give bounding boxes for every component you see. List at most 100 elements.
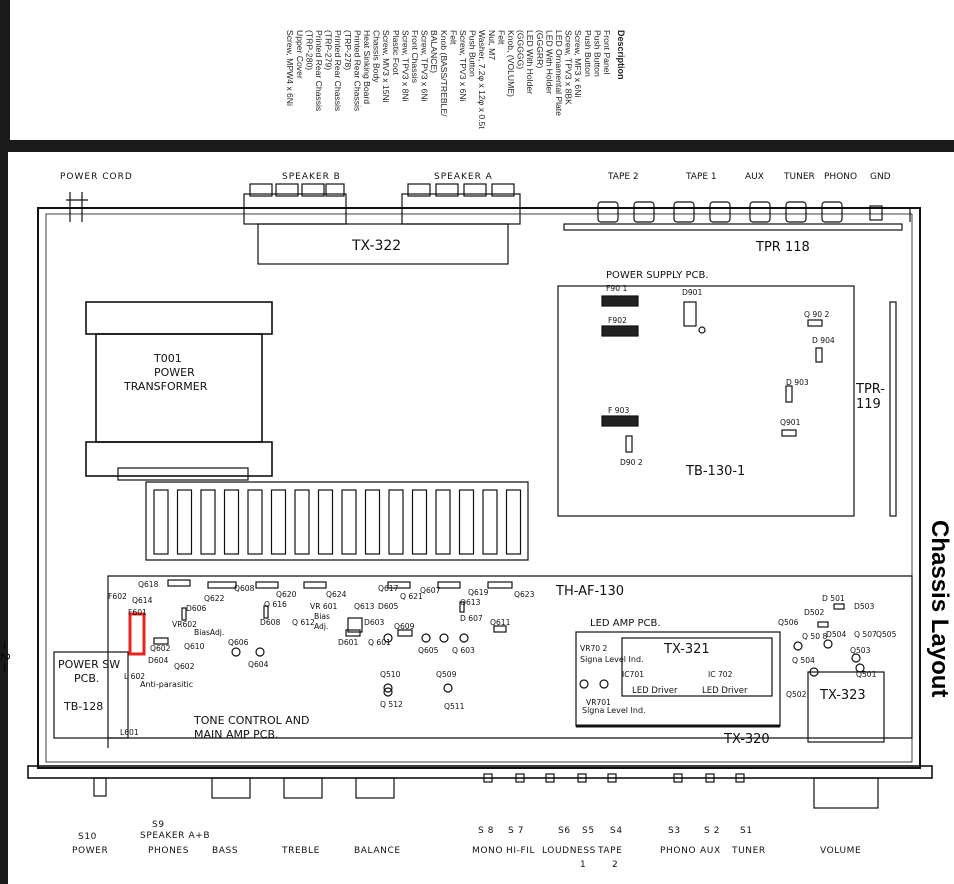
tape2-label: TAPE 2 — [608, 172, 639, 182]
component-label-q607: Q607 — [420, 586, 441, 595]
parts-list-item: Screw, MV3 x 15Ni — [381, 30, 392, 103]
tone-control-label: TONE CONTROL AND — [194, 714, 310, 727]
component-cap — [823, 639, 833, 649]
led-amp-label: LED AMP PCB. — [590, 618, 661, 629]
component-label-q505: Q505 — [876, 630, 897, 639]
component-label-q619: Q619 — [468, 588, 489, 597]
parts-list-item: Front Chassis — [410, 30, 420, 84]
component-label-q612: Q 612 — [292, 618, 315, 627]
front-label-tuner: TUNER — [732, 846, 766, 856]
component-label-biasadj_left: BiasAdj. — [194, 628, 225, 637]
front-label-s8: S 8 — [478, 826, 495, 836]
front-label-loudness: LOUDNESS — [542, 846, 596, 856]
parts-list-item: LED With Holder — [525, 30, 536, 94]
front-label-speaker-ab: SPEAKER A+B — [140, 831, 211, 841]
speaker-a-terminals — [401, 183, 521, 225]
main-amp-label: MAIN AMP PCB. — [194, 728, 279, 741]
parts-list-item: Nut, M7 — [486, 30, 497, 61]
heat-sink-fin — [223, 489, 240, 555]
component-label-d605: D605 — [378, 602, 399, 611]
tx-322-label: TX-322 — [352, 238, 402, 254]
component-label-q604: Q604 — [248, 660, 269, 669]
parts-list-item: Front Panel — [602, 30, 612, 75]
component-label-q608: Q608 — [234, 584, 255, 593]
page-number: – 2 – — [0, 642, 13, 671]
front-label-s6: S6 — [558, 826, 571, 836]
component-label-q508: Q 50 8 — [802, 632, 828, 641]
heat-sink-fin — [294, 489, 310, 555]
front-label-power: POWER — [72, 846, 109, 856]
parts-list-item: (TRP-278) — [342, 30, 353, 71]
component-cap — [851, 653, 861, 663]
component-label-vr702: VR70 2 — [580, 644, 608, 653]
front-label-s3: S3 — [668, 826, 681, 836]
power-cord-label: POWER CORD — [60, 172, 133, 182]
parts-list-item: Heat Sinking Board — [362, 30, 372, 105]
gnd-label: GND — [870, 172, 891, 182]
parts-list-item: LED Ornamental Plate — [554, 30, 564, 116]
component-label-d904: D 904 — [812, 336, 835, 345]
chassis-outline — [37, 207, 921, 769]
component-label-q611: Q611 — [490, 618, 511, 627]
component-label-q613b: Q613 — [354, 602, 375, 611]
component-label-q605: Q605 — [418, 646, 439, 655]
component-label-ic701: IC701 — [622, 670, 645, 679]
heat-sink-fin — [200, 489, 216, 555]
heat-sink-fin — [247, 489, 263, 555]
component-label-l602: L 602 — [124, 672, 146, 681]
signal-level-label-2: Signa Level Ind. — [582, 706, 646, 715]
parts-list-item: Screw, TPV3 x 8BK — [563, 30, 574, 105]
component-cap — [231, 647, 241, 657]
power-sw-label: POWER SW — [58, 658, 121, 671]
parts-list-item: (TRP-279) — [323, 30, 334, 71]
front-label-bass: BASS — [212, 846, 239, 856]
power-cord — [66, 192, 88, 222]
parts-list-item: Printed Rear Chassis — [314, 30, 324, 112]
component-label-d608: D608 — [260, 618, 281, 627]
highlight-marker — [128, 612, 146, 656]
front-label-mono: MONO — [472, 846, 504, 856]
parts-list-item: (GGGGG) — [515, 30, 526, 70]
speaker-b-terminals — [243, 183, 347, 225]
parts-list-item: BALANCE) — [429, 30, 440, 73]
front-label-treble: TREBLE — [282, 846, 320, 856]
front-label-tape: TAPE — [598, 846, 623, 856]
tpr-118-label: TPR 118 — [756, 240, 810, 255]
parts-list-item: Felt — [448, 30, 459, 45]
transformer-id-label: T001 — [154, 352, 182, 365]
component-label-q609: Q609 — [394, 622, 415, 631]
parts-list-item: LED With Holder — [544, 30, 555, 94]
component-label-q501: Q501 — [856, 670, 877, 679]
component-part — [255, 581, 279, 589]
component-part — [181, 607, 187, 621]
component-label-q617: Q617 — [378, 584, 399, 593]
component-label-q504: Q 504 — [792, 656, 815, 665]
front-label-tape-2: 2 — [612, 860, 619, 870]
component-part — [397, 629, 413, 637]
parts-list-item: Plastic Foot — [390, 30, 401, 75]
front-label-tape-1: 1 — [580, 860, 587, 870]
component-part — [207, 581, 237, 589]
heat-sink-fin — [153, 489, 169, 555]
component-cap — [439, 633, 449, 643]
tx-321-label: TX-321 — [664, 642, 710, 657]
transistor-q901 — [781, 429, 797, 437]
diode-d902 — [625, 435, 633, 453]
component-label-d607: D 607 — [460, 614, 483, 623]
component-label-q624: Q624 — [326, 590, 347, 599]
th-af-130-label: TH-AF-130 — [556, 584, 624, 599]
parts-list-item: Knob (BASS/TREBLE/ — [438, 30, 449, 117]
component-label-q602b: Q602 — [174, 662, 195, 671]
front-label-s5: S5 — [582, 826, 595, 836]
front-label-s10: S10 — [78, 832, 97, 842]
heat-sink-fin — [270, 489, 287, 555]
tx-320-label: TX-320 — [724, 732, 770, 747]
front-label-s1: S1 — [740, 826, 753, 836]
component-label-vr701: VR701 — [586, 698, 611, 707]
front-label-phono: PHONO — [660, 846, 697, 856]
component-label-q902: Q 90 2 — [804, 310, 830, 319]
parts-list-item: Screw, MF3 x 6Ni — [573, 30, 584, 98]
component-cap — [459, 633, 469, 643]
component-label-d604: D604 — [148, 656, 169, 665]
